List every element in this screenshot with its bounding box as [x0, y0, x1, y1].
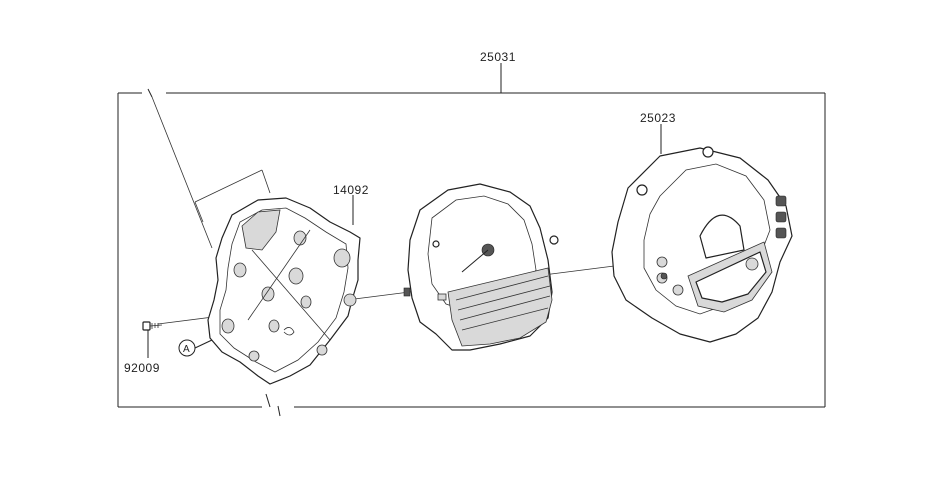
callout-rear-case: 14092	[333, 183, 369, 197]
reference-marker-a: A	[178, 339, 213, 357]
rear-case-part	[207, 197, 361, 385]
callout-front-cover: 25023	[640, 111, 676, 125]
callout-assembly: 25031	[480, 50, 516, 64]
bracket-leaders	[151, 96, 271, 249]
front-cover-part	[611, 146, 793, 343]
assembly-frame	[117, 88, 826, 417]
screw-part	[142, 321, 163, 331]
meter-unit-part	[403, 183, 559, 351]
ref-marker-label: A	[183, 344, 190, 355]
callout-screw: 92009	[124, 361, 160, 375]
